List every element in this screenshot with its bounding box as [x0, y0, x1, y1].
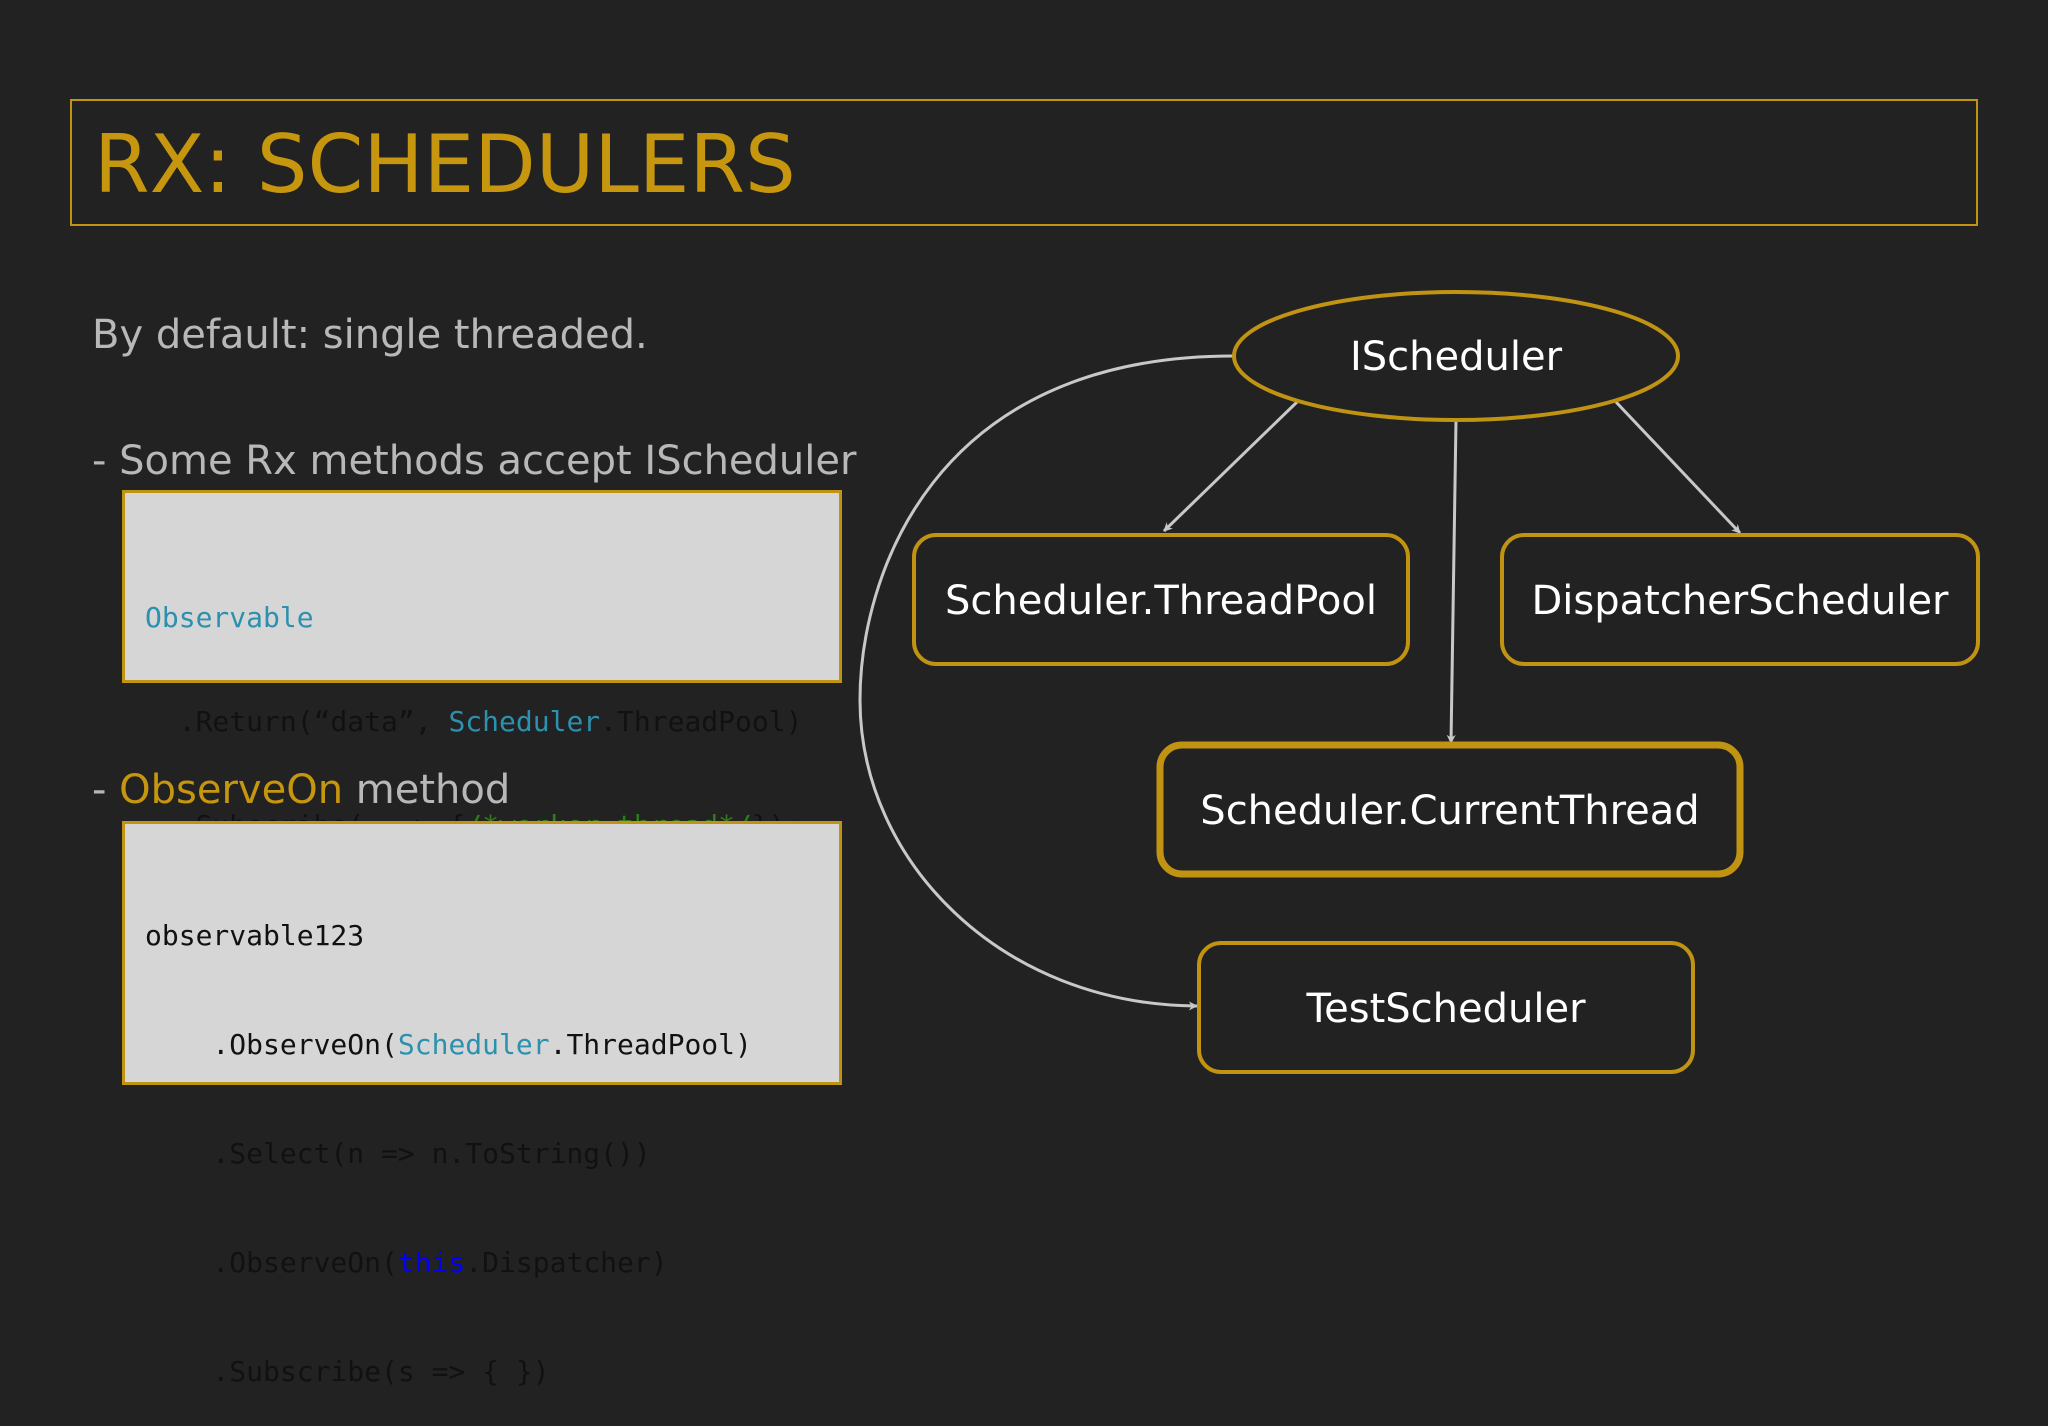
- node-dispatcher: DispatcherScheduler: [1500, 533, 1980, 666]
- edge-to-currentthread: [1446, 419, 1458, 744]
- code-line: .Return(“data”, Scheduler.ThreadPool): [145, 705, 803, 738]
- edge-to-testscheduler: [858, 354, 1234, 1011]
- code-line: Observable: [145, 601, 314, 634]
- bullet-observeon: - ObserveOn method: [92, 767, 511, 813]
- slide-title: RX: SCHEDULERS: [94, 118, 796, 211]
- bullet-accept-ischeduler: - Some Rx methods accept IScheduler: [92, 438, 857, 484]
- node-testscheduler: TestScheduler: [1197, 941, 1695, 1074]
- code-line: .Subscribe(s => { }): [145, 1355, 550, 1388]
- node-label: DispatcherScheduler: [1532, 578, 1950, 624]
- code-line: .ObserveOn(this.Dispatcher): [145, 1246, 668, 1279]
- node-label: Scheduler.CurrentThread: [1200, 788, 1699, 834]
- edge-to-dispatcher: [1614, 400, 1742, 535]
- node-label: Scheduler.ThreadPool: [945, 578, 1377, 624]
- node-threadpool: Scheduler.ThreadPool: [912, 533, 1410, 666]
- title-frame: RX: SCHEDULERS: [70, 99, 1978, 226]
- node-currentthread: Scheduler.CurrentThread: [1156, 741, 1744, 878]
- node-ischeduler: IScheduler: [1232, 290, 1680, 422]
- intro-text: By default: single threaded.: [92, 312, 648, 358]
- edge-to-threadpool: [1162, 400, 1299, 533]
- scheduler-diagram: IScheduler Scheduler.ThreadPool Dispatch…: [858, 290, 1980, 1074]
- node-label: TestScheduler: [1305, 986, 1586, 1032]
- code-line: .ObserveOn(Scheduler.ThreadPool): [145, 1028, 752, 1061]
- node-label: IScheduler: [1350, 334, 1563, 380]
- code-line: observable123: [145, 919, 365, 952]
- observeon-keyword: ObserveOn: [119, 767, 344, 813]
